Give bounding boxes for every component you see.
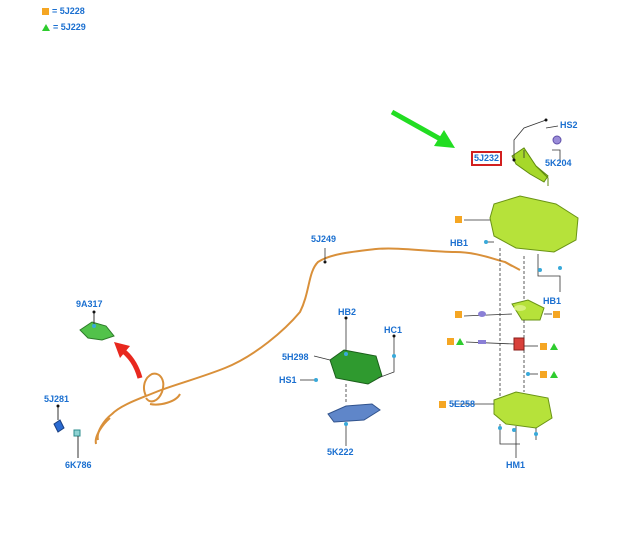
- part-5j232: [511, 147, 549, 186]
- label-5h298: 5H298: [282, 352, 309, 362]
- triangle-icon: [456, 338, 558, 378]
- part-9a317: [79, 312, 115, 341]
- label-5k204: 5K204: [545, 158, 572, 168]
- label-hb1-right: HB1: [543, 296, 562, 306]
- center-stack-leaders: [300, 318, 395, 446]
- label-5k222: 5K222: [327, 447, 354, 457]
- label-5j232-highlighted: 5J232: [471, 151, 503, 166]
- triangle-icon: [42, 23, 50, 31]
- clip-icon: [478, 311, 486, 344]
- label-5e258: 5E258: [449, 399, 476, 409]
- right-assembly-leaders: [452, 119, 561, 458]
- part-red-valve: [513, 337, 525, 351]
- label-hc1: HC1: [384, 325, 403, 335]
- part-5k222: [327, 403, 381, 423]
- part-5h298: [329, 349, 383, 385]
- legend-triangle-row: = 5J229: [42, 22, 86, 32]
- legend-triangle-text: = 5J229: [53, 22, 86, 32]
- label-5j281: 5J281: [44, 394, 70, 404]
- label-hm1: HM1: [506, 460, 526, 470]
- part-5j281: [53, 406, 65, 433]
- legend-square-text: = 5J228: [52, 6, 85, 16]
- connector-markers: [92, 240, 562, 436]
- label-hs1: HS1: [279, 375, 297, 385]
- square-icon: [439, 216, 560, 408]
- fuel-line-tube: [94, 247, 521, 445]
- label-5j249: 5J249: [311, 234, 337, 244]
- part-5e258: [493, 391, 553, 429]
- fuel-tank-upper: [489, 195, 579, 253]
- label-6k786: 6K786: [65, 460, 92, 470]
- label-hb2: HB2: [338, 307, 357, 317]
- red-pointer-arrow: [114, 342, 143, 379]
- part-6k786: [73, 429, 81, 458]
- leader-endpoints: [56, 118, 548, 408]
- part-5k204: [552, 135, 562, 145]
- label-hb1-upper: HB1: [450, 238, 469, 248]
- square-icon: [42, 7, 49, 15]
- label-hs2: HS2: [560, 120, 578, 130]
- part-small-mount: [511, 299, 545, 321]
- label-9a317: 9A317: [76, 299, 103, 309]
- legend-square-row: = 5J228: [42, 6, 85, 16]
- green-pointer-arrow: [390, 109, 455, 148]
